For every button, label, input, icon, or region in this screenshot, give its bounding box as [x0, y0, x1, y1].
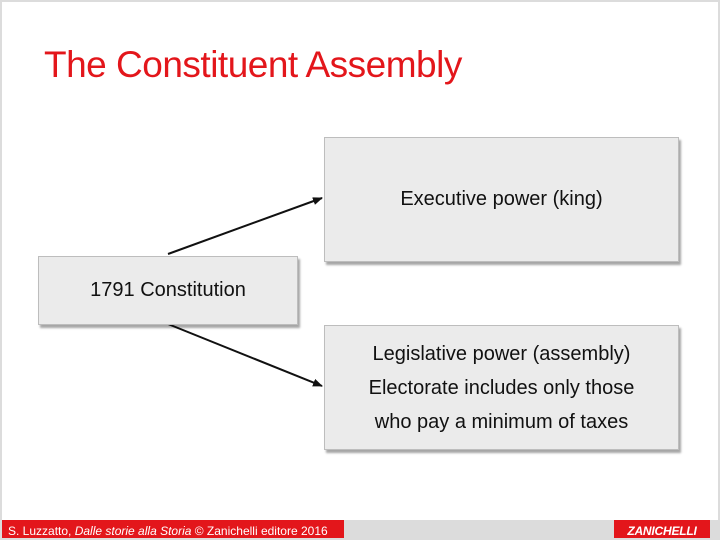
footer-credit: S. Luzzatto, Dalle storie alla Storia © … — [2, 520, 344, 538]
legislative-line-2: Electorate includes only those — [368, 376, 635, 399]
executive-power-box: Executive power (king) — [324, 137, 679, 262]
footer: S. Luzzatto, Dalle storie alla Storia © … — [2, 520, 718, 538]
footer-author: S. Luzzatto, — [8, 524, 75, 538]
slide-title: The Constituent Assembly — [44, 44, 462, 85]
arrow-to-legislative — [167, 323, 323, 387]
legislative-line-3: who pay a minimum of taxes — [374, 410, 629, 433]
zanichelli-logo: ZANICHELLI — [614, 520, 710, 538]
constitution-box: 1791 Constitution — [38, 256, 298, 325]
legislative-line-1: Legislative power (assembly) — [372, 342, 631, 365]
legislative-power-box: Legislative power (assembly) Electorate … — [324, 325, 679, 450]
arrow-to-executive — [167, 197, 323, 255]
footer-publisher: © Zanichelli editore 2016 — [191, 524, 328, 538]
executive-power-label: Executive power (king) — [400, 188, 603, 210]
footer-book-title: Dalle storie alla Storia — [74, 524, 192, 538]
constitution-label: 1791 Constitution — [90, 279, 246, 301]
